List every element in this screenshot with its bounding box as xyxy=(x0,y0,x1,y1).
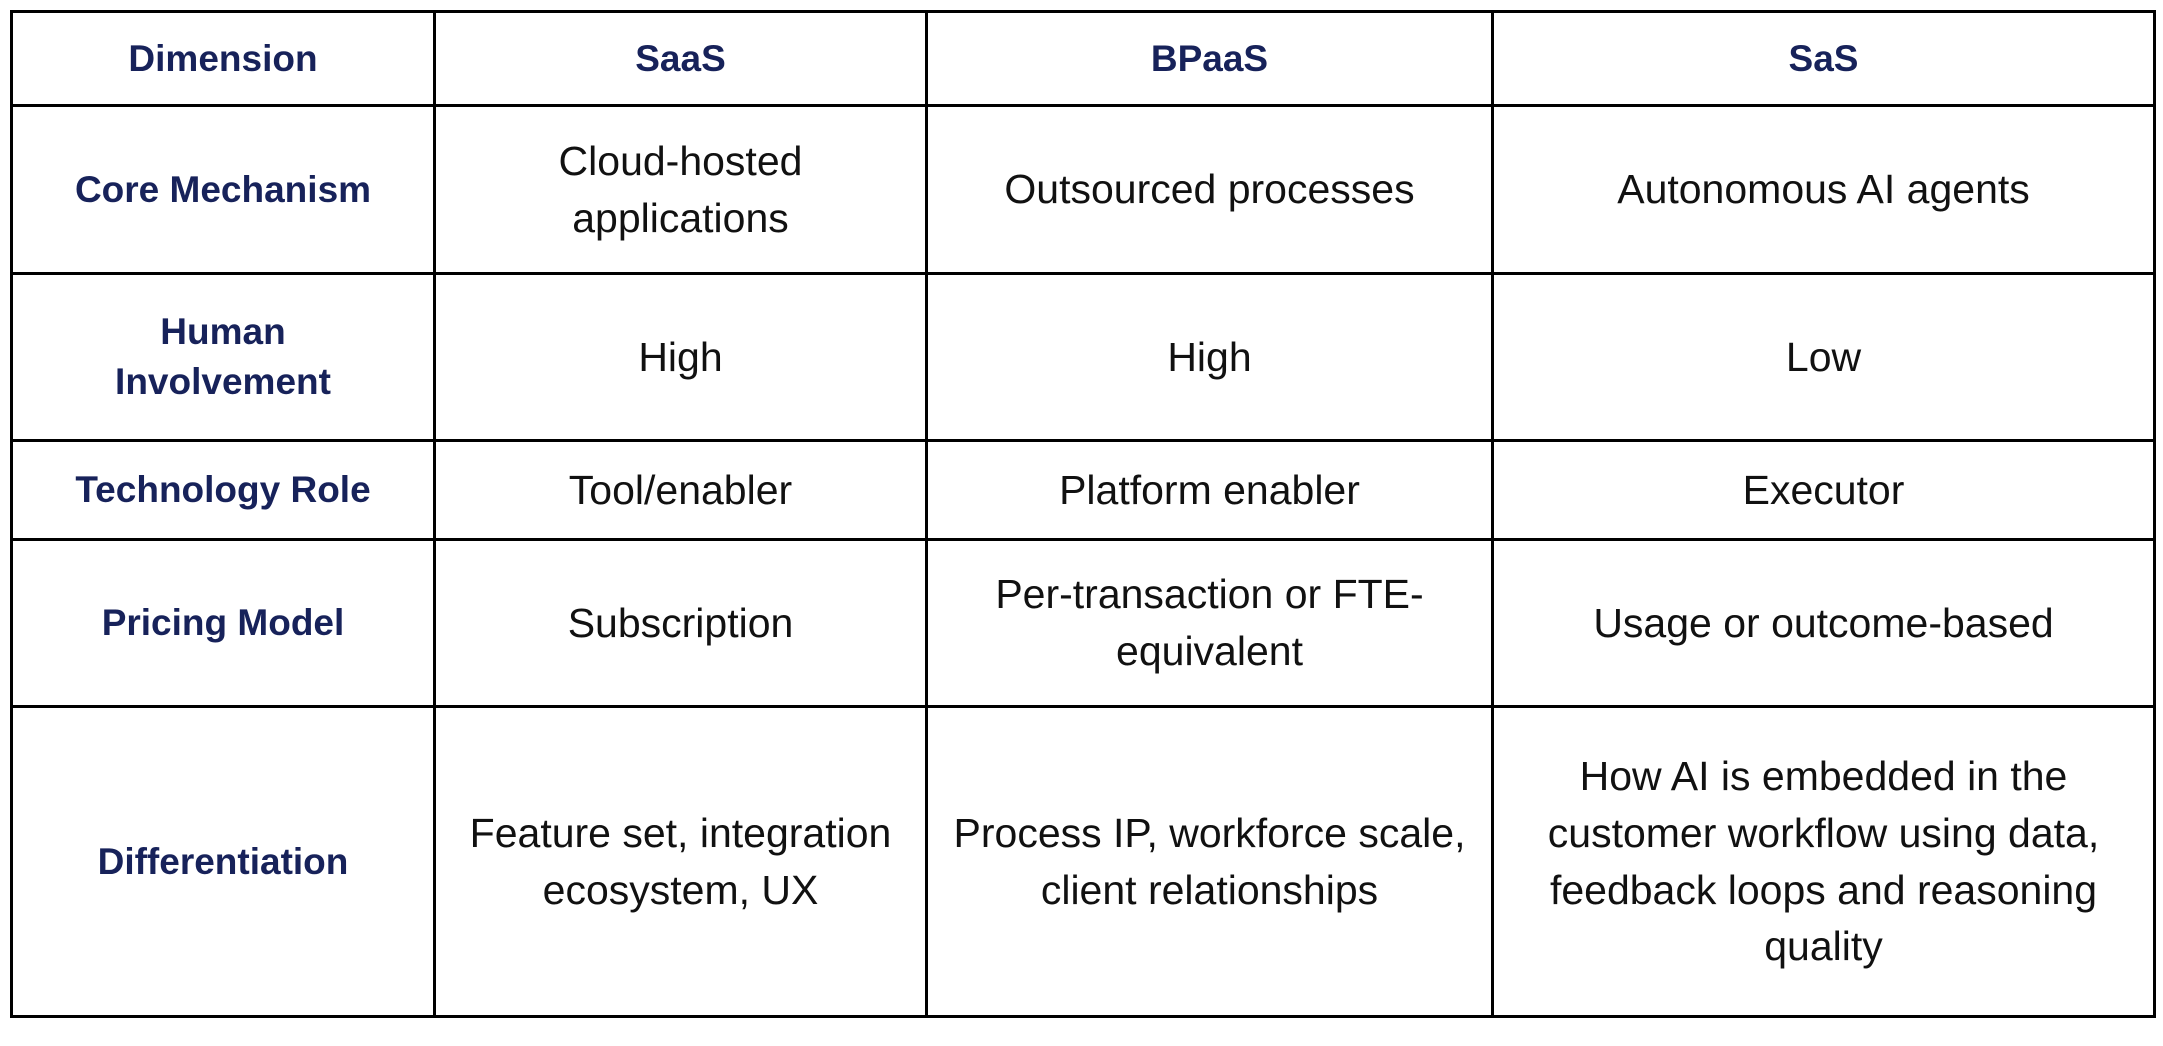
cell-human-involvement-saas: High xyxy=(433,272,928,442)
cell-differentiation-saas: Feature set, integration ecosystem, UX xyxy=(433,705,928,1018)
column-header-bpaas: BPaaS xyxy=(925,10,1494,107)
table-row-pricing-model: Pricing Model Subscription Per-transacti… xyxy=(10,538,2156,708)
column-header-sas: SaS xyxy=(1491,10,2156,107)
table-row-core-mechanism: Core Mechanism Cloud-hosted applications… xyxy=(10,104,2156,275)
cell-core-mechanism-sas: Autonomous AI agents xyxy=(1491,104,2156,275)
cell-technology-role-bpaas: Platform enabler xyxy=(925,439,1494,541)
column-header-saas: SaaS xyxy=(433,10,928,107)
row-label-differentiation: Differentiation xyxy=(10,705,436,1018)
table-row-differentiation: Differentiation Feature set, integration… xyxy=(10,705,2156,1018)
comparison-table: Dimension SaaS BPaaS SaS Core Mechanism … xyxy=(10,10,2156,1018)
cell-human-involvement-bpaas: High xyxy=(925,272,1494,442)
cell-technology-role-saas: Tool/enabler xyxy=(433,439,928,541)
cell-pricing-model-bpaas: Per-transaction or FTE-equivalent xyxy=(925,538,1494,708)
cell-differentiation-sas: How AI is embedded in the customer workf… xyxy=(1491,705,2156,1018)
cell-core-mechanism-saas: Cloud-hosted applications xyxy=(433,104,928,275)
cell-core-mechanism-bpaas: Outsourced processes xyxy=(925,104,1494,275)
row-label-technology-role: Technology Role xyxy=(10,439,436,541)
row-label-human-involvement: Human Involvement xyxy=(10,272,436,442)
cell-pricing-model-saas: Subscription xyxy=(433,538,928,708)
header-row: Dimension SaaS BPaaS SaS xyxy=(10,10,2156,107)
row-label-core-mechanism: Core Mechanism xyxy=(10,104,436,275)
table-row-technology-role: Technology Role Tool/enabler Platform en… xyxy=(10,439,2156,541)
cell-pricing-model-sas: Usage or outcome-based xyxy=(1491,538,2156,708)
cell-differentiation-bpaas: Process IP, workforce scale, client rela… xyxy=(925,705,1494,1018)
table-row-human-involvement: Human Involvement High High Low xyxy=(10,272,2156,442)
column-header-dimension: Dimension xyxy=(10,10,436,107)
row-label-pricing-model: Pricing Model xyxy=(10,538,436,708)
cell-technology-role-sas: Executor xyxy=(1491,439,2156,541)
cell-human-involvement-sas: Low xyxy=(1491,272,2156,442)
